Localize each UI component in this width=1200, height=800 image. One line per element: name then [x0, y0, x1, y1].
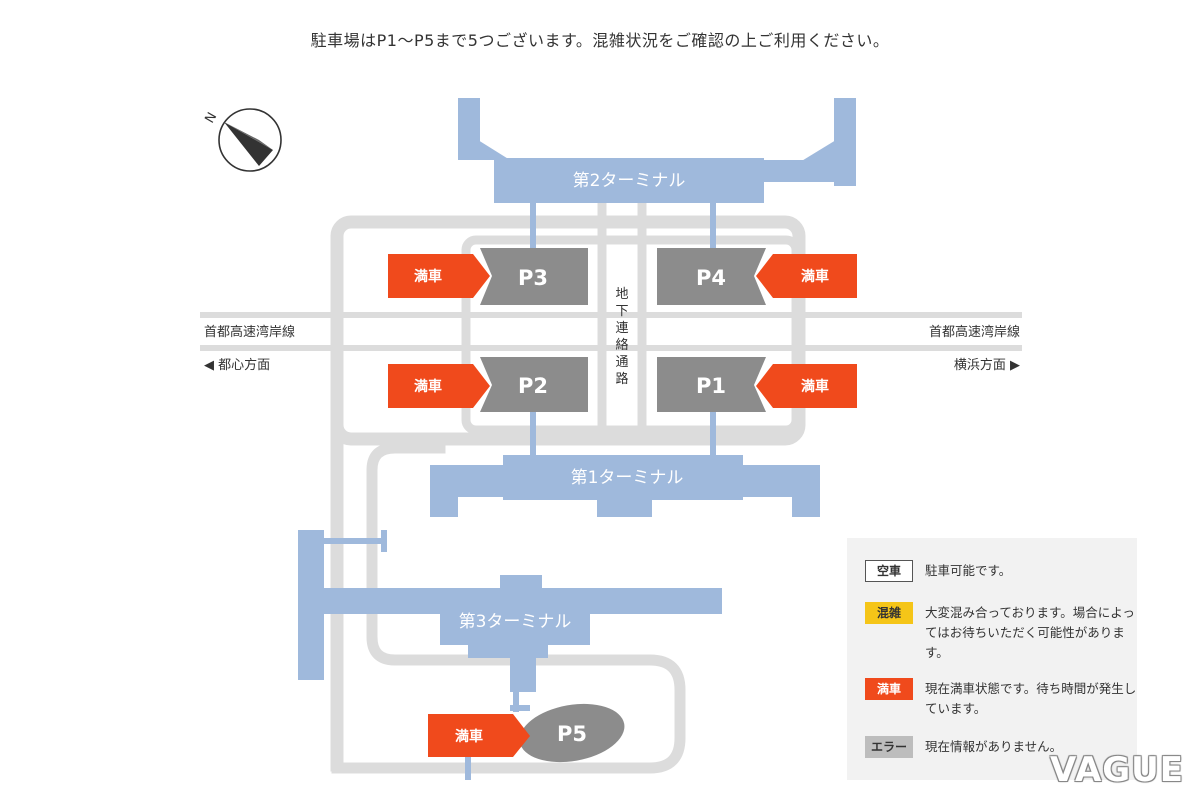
legend-item-busy: 混雑 大変混み合っております。場合によってはお待ちいただく可能性があります。 [865, 602, 1140, 663]
legend-item-error: エラー 現在情報がありません。 [865, 736, 1140, 758]
legend-badge-busy: 混雑 [865, 602, 913, 624]
parking-p1-status-badge: 満車 [756, 364, 857, 408]
parking-p2-status-badge: 満車 [388, 364, 490, 408]
parking-p3-status-badge: 満車 [388, 254, 490, 298]
parking-p3[interactable]: P3 [480, 248, 588, 305]
parking-p4[interactable]: P4 [657, 248, 766, 305]
legend-text-error: 現在情報がありません。 [925, 739, 1063, 754]
parking-p2[interactable]: P2 [480, 357, 588, 412]
parking-p1-name: P1 [696, 374, 726, 398]
legend-badge-empty: 空車 [865, 560, 913, 582]
compass-icon: N [202, 108, 282, 172]
parking-p2-name: P2 [518, 374, 548, 398]
terminal-3 [298, 530, 722, 692]
terminal-1 [430, 455, 820, 517]
watermark-logo: VAGUE [1049, 750, 1184, 790]
expressway-label-right: 首都高速湾岸線 [929, 324, 1020, 340]
parking-p1[interactable]: P1 [657, 357, 766, 412]
legend-text-empty: 駐車可能です。 [925, 563, 1012, 578]
svg-text:満車: 満車 [801, 378, 829, 395]
tunnel-char: 連 [615, 321, 628, 336]
legend-text-full: 現在満車状態です。待ち時間が発生しています。 [925, 681, 1137, 716]
terminal-3-label: 第3ターミナル [459, 612, 572, 632]
direction-right-label: 横浜方面 ▶ [954, 357, 1020, 373]
terminal-1-label: 第1ターミナル [571, 468, 684, 488]
svg-text:満車: 満車 [414, 378, 442, 395]
tunnel-label: 地 下 連 絡 通 路 [615, 287, 628, 387]
legend-item-empty: 空車 駐車可能です。 [865, 560, 1140, 582]
legend-badge-error: エラー [865, 736, 913, 758]
tunnel-char: 通 [615, 355, 628, 370]
terminal-2-label: 第2ターミナル [573, 171, 686, 191]
parking-p4-name: P4 [696, 266, 726, 290]
expressway [200, 312, 1022, 351]
svg-text:満車: 満車 [455, 728, 483, 745]
expressway-label-left: 首都高速湾岸線 [204, 324, 295, 340]
legend-badge-full: 満車 [865, 678, 913, 700]
tunnel-char: 絡 [615, 337, 628, 353]
svg-text:満車: 満車 [801, 268, 829, 285]
legend-text-busy: 大変混み合っております。場合によってはお待ちいただく可能性があります。 [925, 605, 1135, 660]
tunnel-char: 地 [615, 287, 628, 302]
parking-p3-name: P3 [518, 266, 548, 290]
parking-p5-name: P5 [557, 722, 587, 746]
parking-p5-status-badge: 満車 [428, 714, 530, 757]
legend-panel: 空車 駐車可能です。 混雑 大変混み合っております。場合によってはお待ちいただく… [847, 538, 1137, 780]
road-network [330, 201, 806, 774]
terminal-2 [458, 98, 856, 203]
legend-item-full: 満車 現在満車状態です。待ち時間が発生しています。 [865, 678, 1140, 719]
tunnel-char: 下 [615, 304, 628, 319]
parking-p4-status-badge: 満車 [756, 254, 857, 298]
parking-p5[interactable]: P5 [515, 696, 629, 770]
compass-letter: N [202, 110, 220, 126]
svg-text:満車: 満車 [414, 268, 442, 285]
tunnel-char: 路 [615, 371, 628, 387]
terminal-connectors [465, 200, 716, 780]
direction-left-label: ◀ 都心方面 [204, 357, 270, 373]
page-heading: 駐車場はP1〜P5まで5つございます。混雑状況をご確認の上ご利用ください。 [310, 31, 890, 50]
